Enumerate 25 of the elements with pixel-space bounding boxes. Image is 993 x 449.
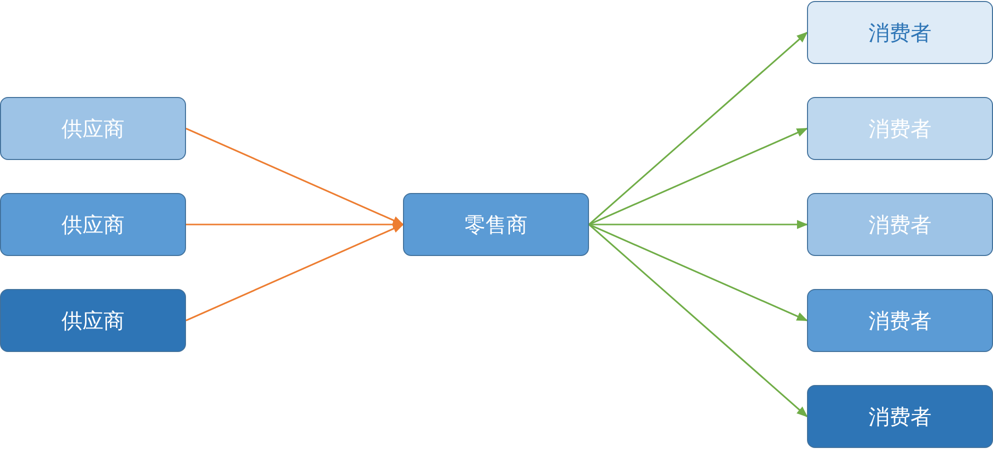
node-label: 消费者 xyxy=(868,212,932,238)
arrow xyxy=(186,128,404,226)
arrow xyxy=(588,224,808,418)
node-label: 零售商 xyxy=(464,212,528,238)
arrow xyxy=(186,224,404,322)
process-box xyxy=(807,97,993,160)
process-box xyxy=(403,193,589,256)
node-label: 供应商 xyxy=(62,212,124,238)
process-box xyxy=(0,97,186,160)
arrow xyxy=(589,220,808,229)
arrow xyxy=(588,32,808,226)
process-box xyxy=(807,289,993,352)
arrow xyxy=(588,128,808,226)
node-label: 供应商 xyxy=(62,116,124,142)
process-box xyxy=(0,289,186,352)
node-label: 消费者 xyxy=(868,308,932,334)
process-box xyxy=(807,1,993,64)
process-box xyxy=(807,193,993,256)
node-label: 消费者 xyxy=(868,20,932,46)
node-label: 消费者 xyxy=(868,116,932,142)
node-label: 消费者 xyxy=(868,404,932,430)
node-label: 供应商 xyxy=(62,308,124,334)
process-box xyxy=(0,193,186,256)
arrow xyxy=(588,224,808,322)
process-box xyxy=(807,385,993,448)
